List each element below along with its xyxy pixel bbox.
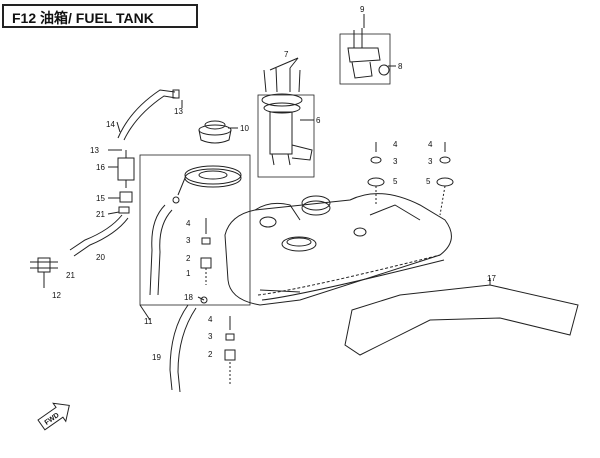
callout-13-left: 13 bbox=[90, 146, 99, 155]
fuel-level-sender bbox=[347, 28, 390, 79]
callout-5-right-a: 5 bbox=[393, 177, 398, 186]
callout-2-left-upper: 2 bbox=[186, 254, 191, 263]
callout-4-right-a: 4 bbox=[393, 140, 398, 149]
fwd-arrow: FWD bbox=[37, 402, 70, 431]
fuel-tank bbox=[224, 193, 452, 306]
callout-6: 6 bbox=[316, 116, 321, 125]
mount-set-left-upper bbox=[200, 218, 212, 285]
clamp-21 bbox=[118, 206, 130, 214]
callout-21-upper: 21 bbox=[96, 210, 105, 219]
callout-labels: 7 6 10 8 9 13 14 13 16 15 21 20 21 12 11… bbox=[52, 5, 496, 362]
fuel-filter bbox=[117, 150, 135, 188]
callout-19: 19 bbox=[152, 353, 161, 362]
mounting-mat bbox=[344, 284, 579, 356]
callout-8: 8 bbox=[398, 62, 403, 71]
callout-3-right-b: 3 bbox=[428, 157, 433, 166]
callout-3-right-a: 3 bbox=[393, 157, 398, 166]
callout-20: 20 bbox=[96, 253, 105, 262]
callout-17: 17 bbox=[487, 274, 496, 283]
fuel-hose-lower bbox=[69, 214, 129, 257]
callout-1: 1 bbox=[186, 269, 191, 278]
filler-box-outline bbox=[139, 154, 251, 306]
pump-bolts bbox=[263, 67, 301, 93]
mount-set-left-lower bbox=[224, 316, 236, 385]
callout-4-left-upper: 4 bbox=[186, 219, 191, 228]
tank-filler-neck bbox=[301, 200, 331, 216]
callout-5-right-b: 5 bbox=[426, 177, 431, 186]
title-box: F12 油箱/ FUEL TANK bbox=[2, 4, 198, 28]
callout-2-left-lower: 2 bbox=[208, 350, 213, 359]
mount-set-right-a bbox=[367, 142, 385, 205]
callout-9: 9 bbox=[360, 5, 365, 14]
fuel-hose-upper bbox=[117, 89, 177, 141]
callout-15: 15 bbox=[96, 194, 105, 203]
callout-12: 12 bbox=[52, 291, 61, 300]
filler-cap bbox=[198, 120, 232, 144]
callout-10: 10 bbox=[240, 124, 249, 133]
fuel-fitting bbox=[30, 257, 58, 288]
clamp-15 bbox=[119, 191, 133, 203]
callout-3-left-lower: 3 bbox=[208, 332, 213, 341]
callout-14: 14 bbox=[106, 120, 115, 129]
callout-4-right-b: 4 bbox=[428, 140, 433, 149]
page-title: F12 油箱/ FUEL TANK bbox=[12, 10, 154, 26]
callout-18: 18 bbox=[184, 293, 193, 302]
callout-21-lower: 21 bbox=[66, 271, 75, 280]
mount-set-right-b bbox=[436, 142, 454, 216]
callout-3-left-upper: 3 bbox=[186, 236, 191, 245]
drain-hose bbox=[169, 304, 197, 393]
callout-13-top: 13 bbox=[174, 107, 183, 116]
callout-7: 7 bbox=[284, 50, 289, 59]
callout-4-left-lower: 4 bbox=[208, 315, 213, 324]
callout-11: 11 bbox=[144, 317, 153, 326]
callout-16: 16 bbox=[96, 163, 105, 172]
tank-pump-opening bbox=[281, 236, 317, 252]
breather-hose bbox=[149, 204, 173, 296]
fuel-pump bbox=[261, 93, 313, 166]
